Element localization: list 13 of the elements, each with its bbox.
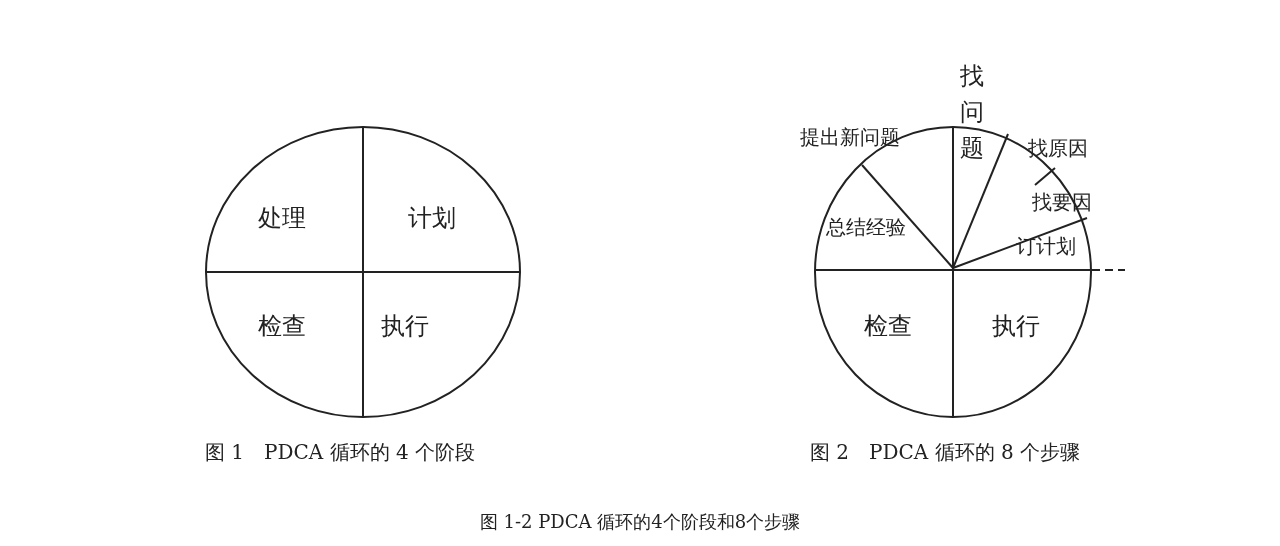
sector-label: 执行 — [381, 314, 429, 338]
step-label: 找要因 — [1032, 192, 1092, 212]
step-label: 找问题 — [960, 61, 984, 164]
main-caption: 图 1-2 PDCA 循环的4个阶段和8个步骤 — [479, 513, 801, 531]
sector-label: 检查 — [258, 314, 306, 338]
step-label: 找原因 — [1028, 138, 1088, 158]
figure-caption: 图 2 PDCA 循环的 8 个步骤 — [809, 442, 1081, 462]
step-label: 总结经验 — [826, 217, 906, 237]
figure-caption: 图 1 PDCA 循环的 4 个阶段 — [204, 442, 476, 462]
sector-label: 检查 — [864, 314, 912, 338]
sector-label: 执行 — [992, 314, 1040, 338]
sector-label: 计划 — [408, 206, 456, 230]
sector-label: 处理 — [258, 206, 306, 230]
